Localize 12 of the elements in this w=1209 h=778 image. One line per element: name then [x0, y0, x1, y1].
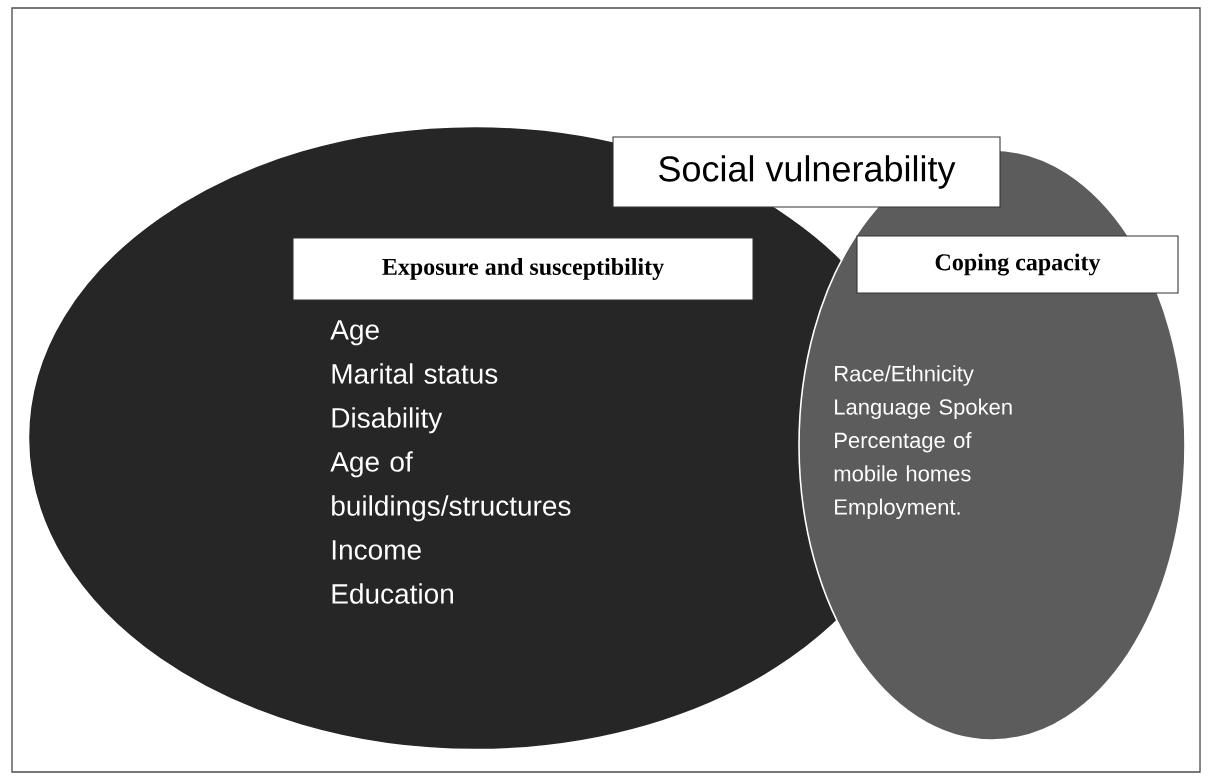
list-item: Language Spoken	[835, 398, 1012, 420]
list-item: Percentage of mobile homes	[834, 431, 972, 482]
list-item: Education	[332, 583, 453, 604]
list-item: Disability	[332, 407, 443, 434]
list-item: Race/Ethnicity	[835, 365, 974, 386]
list-item: Age of buildings/structures	[330, 451, 571, 522]
list-item: Marital status	[332, 363, 498, 384]
label-box: Exposure and susceptibility	[292, 237, 754, 301]
list-item: Employment.	[835, 498, 960, 520]
list-item: Age	[330, 320, 379, 346]
list-item: Income	[332, 540, 421, 560]
label-box: Social vulnerability	[612, 136, 1001, 208]
